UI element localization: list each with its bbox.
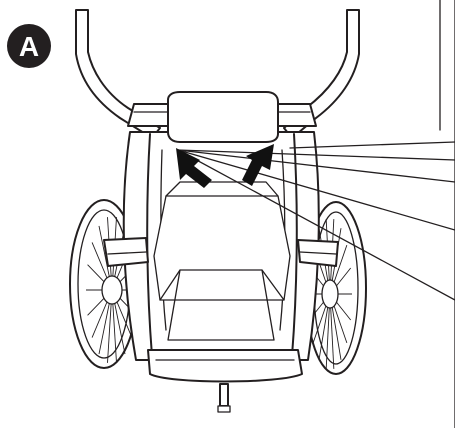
headrest-pad (167, 91, 279, 143)
front-bumper (147, 349, 303, 383)
callout-lines (177, 141, 455, 301)
step-badge-label: A (19, 31, 39, 62)
arrow-right (242, 144, 274, 186)
arrow-left (176, 148, 212, 188)
step-badge: A (7, 24, 51, 68)
left-handle (103, 237, 149, 267)
seat-interior (153, 181, 291, 341)
side-panel (439, 0, 455, 428)
bottom-post (217, 383, 231, 413)
step-badge-circle (7, 24, 51, 68)
right-handle (297, 239, 339, 267)
